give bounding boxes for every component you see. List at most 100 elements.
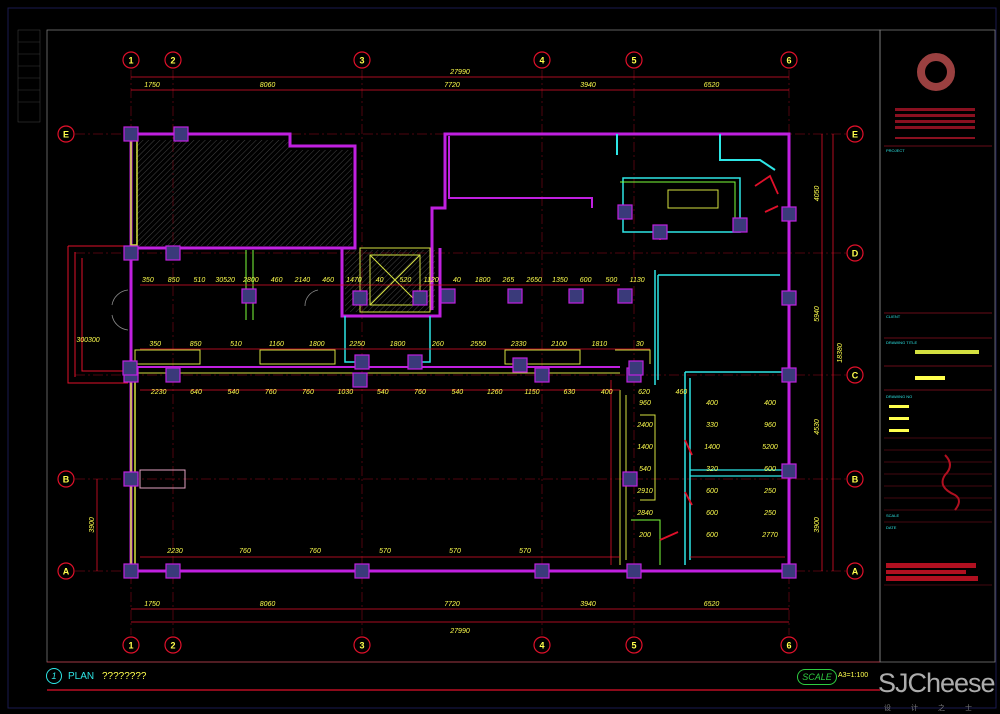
structural-column — [354, 354, 370, 370]
dim-interior: 2140 — [294, 277, 311, 284]
grid-bubble-5 — [625, 51, 643, 69]
structural-column — [534, 367, 550, 383]
structural-column — [622, 471, 638, 487]
structural-column — [354, 563, 370, 579]
dim-bottom-total: 27990 — [449, 628, 470, 635]
grid-label-4: 4 — [539, 56, 544, 66]
dim-interior-right: 600 — [706, 510, 718, 517]
revision-stamps — [17, 29, 41, 123]
dim-interior: 570 — [519, 548, 531, 555]
grid-label-3: 3 — [359, 56, 364, 66]
scale-value: A3=1:100 — [838, 672, 869, 679]
dim-interior: 520 — [400, 277, 412, 284]
grid-label-2: 2 — [170, 56, 175, 66]
structural-column — [407, 354, 423, 370]
dimension-labels: 2799027990175017508060806077207720394039… — [76, 69, 844, 635]
dim-interior-right: 2400 — [636, 422, 653, 429]
structural-column — [122, 360, 138, 376]
structural-column — [617, 204, 633, 220]
dim-interior: 350 — [149, 341, 161, 348]
dim-interior: 570 — [449, 548, 461, 555]
dim-interior: 2650 — [525, 277, 542, 284]
grid-bubble-B — [57, 470, 75, 488]
dim-interior: 540 — [451, 389, 463, 396]
structural-column — [781, 290, 797, 306]
grid-bubble-B — [846, 470, 864, 488]
dim-top-total: 27990 — [449, 69, 470, 76]
dim-interior: 760 — [414, 389, 426, 396]
grid-label-E: E — [852, 130, 858, 140]
dim-interior: 760 — [309, 548, 321, 555]
grid-bubble-E — [846, 125, 864, 143]
dim-bottom-segment: 7720 — [444, 601, 460, 608]
dim-interior: 260 — [431, 341, 444, 348]
structural-column — [781, 463, 797, 479]
structural-column — [626, 563, 642, 579]
dim-interior: 1030 — [338, 389, 354, 396]
hatched-terrace — [136, 140, 352, 246]
structural-column — [173, 126, 189, 142]
dim-interior: 40 — [453, 277, 461, 284]
dim-top-segment: 8060 — [260, 82, 276, 89]
date-field-label: DATE — [886, 525, 897, 530]
dim-top-segment: 1750 — [144, 82, 160, 89]
grid-label-E: E — [63, 130, 69, 140]
dim-interior-right: 2910 — [636, 488, 653, 495]
dim-interior: 510 — [194, 277, 206, 284]
dim-top-segment: 3940 — [580, 82, 596, 89]
dim-interior: 2330 — [510, 341, 527, 348]
watermark: SJCheese — [878, 668, 996, 698]
dim-interior: 400 — [601, 389, 613, 396]
project-label: PROJECT — [886, 148, 905, 153]
dim-interior-right: 960 — [639, 400, 651, 407]
dim-right-segment: 4050 — [814, 186, 821, 202]
dim-interior: 850 — [168, 277, 180, 284]
client-label: CLIENT — [886, 314, 901, 319]
dim-interior: 600 — [580, 277, 592, 284]
dim-left-segment: 3900 — [89, 517, 96, 533]
dim-interior: 620 — [638, 389, 650, 396]
grid-label-6: 6 — [786, 56, 791, 66]
grid-bubble-3 — [353, 51, 371, 69]
dim-interior-right: 600 — [764, 466, 776, 473]
dim-interior: 1810 — [592, 341, 608, 348]
structural-columns — [122, 126, 797, 579]
dim-interior: 2230 — [166, 548, 183, 555]
structural-column — [781, 367, 797, 383]
grid-label-D: D — [852, 249, 859, 259]
grid-label-A: A — [63, 567, 70, 577]
grid-label-B: B — [852, 475, 859, 485]
dim-interior-right: 320 — [706, 466, 718, 473]
dim-interior: 1800 — [475, 277, 491, 284]
dim-interior: 850 — [190, 341, 202, 348]
dim-interior: 1150 — [524, 389, 539, 396]
dim-interior: 30 — [636, 341, 644, 348]
dim-top-segment: 6520 — [704, 82, 720, 89]
dim-interior: 2800 — [242, 277, 259, 284]
grid-bubble-4 — [533, 636, 551, 654]
dim-interior: 460 — [271, 277, 283, 284]
dim-interior: 1800 — [309, 341, 325, 348]
dim-interior: 2100 — [550, 341, 567, 348]
grid-label-5: 5 — [631, 641, 636, 651]
grid-label-6: 6 — [786, 641, 791, 651]
grid-bubble-2 — [164, 636, 182, 654]
dim-interior: 640 — [190, 389, 202, 396]
sheet-border — [7, 7, 997, 709]
structural-column — [628, 360, 644, 376]
structural-column — [123, 245, 139, 261]
dim-right-segment: 4530 — [814, 419, 821, 435]
dim-interior-right: 400 — [706, 400, 718, 407]
grid-bubble-3 — [353, 636, 371, 654]
dim-interior: 40 — [376, 277, 384, 284]
dim-interior: 630 — [563, 389, 575, 396]
company-logo — [917, 53, 955, 91]
structural-column — [123, 563, 139, 579]
scale-field-label: SCALE — [886, 513, 899, 518]
structural-column — [512, 357, 528, 373]
grid-label-3: 3 — [359, 641, 364, 651]
dimension-lines — [96, 76, 834, 623]
dim-interior: 1800 — [390, 341, 406, 348]
dim-interior: 1160 — [269, 341, 284, 348]
